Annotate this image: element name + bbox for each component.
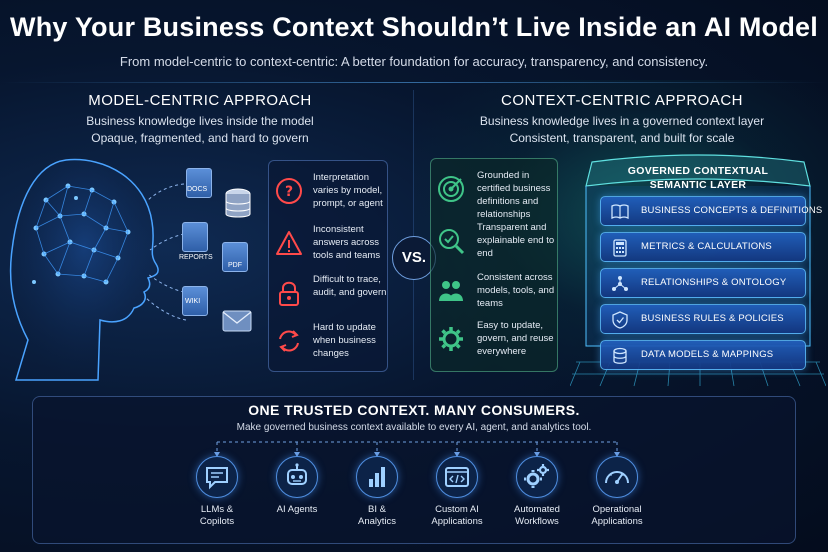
model-centric-line2: Opaque, fragmented, and hard to govern	[91, 131, 309, 145]
consumer-circle	[356, 456, 398, 498]
semantic-layer-title-line1: GOVERNED CONTEXTUAL	[627, 165, 769, 177]
wiki-icon	[182, 286, 208, 316]
benefit-text: Grounded in certified business definitio…	[477, 170, 551, 220]
magnifier-icon	[439, 229, 465, 255]
model-centric-issues-panel: ? Interpretation varies by model, prompt…	[268, 160, 388, 372]
benefit-text: Consistent across models, tools, and tea…	[477, 272, 555, 309]
gear-icon	[439, 327, 463, 351]
issue-item: Difficult to trace, audit, and govern	[275, 273, 387, 321]
page-title: Why Your Business Context Shouldn’t Live…	[10, 12, 818, 42]
layer-label: RELATIONSHIPS & ONTOLOGY	[641, 277, 787, 288]
consumer-label: LLMs &Copilots	[199, 504, 235, 527]
issue-item: ? Interpretation varies by model, prompt…	[275, 171, 387, 219]
wiki-label: WIKI	[185, 298, 201, 305]
consumers-panel	[32, 396, 796, 544]
consumer-circle	[196, 456, 238, 498]
pdf-icon	[222, 242, 248, 272]
layer-label: BUSINESS RULES & POLICIES	[641, 313, 784, 324]
consumers-heading: ONE TRUSTED CONTEXT. MANY CONSUMERS.	[248, 402, 580, 418]
header-divider	[0, 82, 828, 83]
layer-metrics: METRICS & CALCULATIONS	[600, 232, 806, 262]
issue-text: Inconsistent answers across tools and te…	[313, 224, 381, 261]
consumer-llms: LLMs &Copilots	[172, 456, 262, 528]
distribution-lines	[214, 441, 620, 457]
shield-icon	[612, 311, 628, 329]
semantic-layer-title: GOVERNED CONTEXTUAL SEMANTIC LAYER	[610, 164, 786, 192]
book-icon	[611, 204, 629, 220]
issue-item: Inconsistent answers across tools and te…	[275, 223, 387, 271]
issue-text: Hard to update when business changes	[313, 322, 376, 359]
gauge-icon	[605, 471, 629, 484]
benefit-item: Consistent across models, tools, and tea…	[437, 271, 554, 319]
benefit-text: Easy to update, govern, and reuse everyw…	[477, 320, 554, 357]
network-icon	[612, 276, 628, 291]
layer-business-concepts: BUSINESS CONCEPTS & DEFINITIONS	[600, 196, 822, 226]
benefit-item: Grounded in certified business definitio…	[437, 169, 550, 220]
reports-icon	[182, 222, 208, 252]
issue-text: Difficult to trace, audit, and govern	[313, 274, 387, 298]
svg-text:?: ?	[285, 184, 293, 200]
context-centric-line1: Business knowledge lives in a governed c…	[479, 114, 765, 128]
database-icon	[613, 347, 627, 364]
section-separator	[413, 90, 414, 380]
consumer-bi-analytics: BI &Analytics	[332, 456, 422, 528]
robot-icon	[287, 463, 307, 485]
layer-relationships: RELATIONSHIPS & ONTOLOGY	[600, 268, 806, 298]
benefit-item: Easy to update, govern, and reuse everyw…	[437, 319, 554, 367]
context-centric-line2: Consistent, transparent, and built for s…	[509, 131, 735, 145]
layer-data-models: DATA MODELS & MAPPINGS	[600, 340, 806, 370]
model-centric-line1: Business knowledge lives inside the mode…	[86, 114, 314, 128]
refresh-icon	[279, 330, 299, 352]
model-centric-heading: MODEL-CENTRIC APPROACH	[88, 92, 312, 109]
consumer-ai-agents: AI Agents	[252, 456, 342, 516]
consumer-label: BI &Analytics	[357, 504, 396, 527]
docs-icon	[186, 168, 212, 198]
warning-triangle-icon	[276, 231, 302, 255]
benefit-item: Transparent and explainable end to end	[437, 221, 554, 269]
bar-chart-icon	[369, 467, 385, 487]
docs-label: DOCS	[187, 186, 208, 193]
reports-label: REPORTS	[179, 254, 213, 261]
page-subtitle: From model-centric to context-centric: A…	[119, 54, 709, 69]
code-window-icon	[445, 467, 469, 487]
versus-badge: VS.	[392, 236, 436, 280]
calculator-icon	[613, 239, 627, 257]
consumers-subheading: Make governed business context available…	[236, 422, 592, 433]
layer-label: DATA MODELS & MAPPINGS	[641, 349, 774, 360]
source-arrows	[145, 183, 187, 321]
pdf-label: PDF	[228, 262, 242, 269]
issue-item: Hard to update when business changes	[275, 321, 387, 369]
consumer-label: AI Agents	[276, 504, 318, 515]
consumer-circle	[436, 456, 478, 498]
target-icon	[438, 176, 464, 202]
benefit-text: Transparent and explainable end to end	[477, 222, 555, 259]
ai-head-icon	[9, 158, 159, 381]
context-centric-heading: CONTEXT-CENTRIC APPROACH	[500, 92, 744, 109]
consumer-circle	[596, 456, 638, 498]
context-centric-benefits-panel: Grounded in certified business definitio…	[430, 158, 558, 372]
consumer-circle	[516, 456, 558, 498]
gears-icon	[524, 464, 549, 488]
database-icon	[225, 188, 251, 218]
email-icon	[222, 310, 252, 332]
layer-label: METRICS & CALCULATIONS	[641, 241, 772, 252]
chat-icon	[206, 467, 228, 490]
layer-rules: BUSINESS RULES & POLICIES	[600, 304, 806, 334]
people-icon	[439, 281, 463, 301]
issue-text: Interpretation varies by model, prompt, …	[313, 172, 383, 209]
lock-icon	[279, 281, 299, 306]
question-warning-icon: ?	[276, 178, 302, 204]
consumer-circle	[276, 456, 318, 498]
layer-label: BUSINESS CONCEPTS & DEFINITIONS	[641, 205, 823, 216]
semantic-layer-title-line2: SEMANTIC LAYER	[649, 179, 747, 191]
